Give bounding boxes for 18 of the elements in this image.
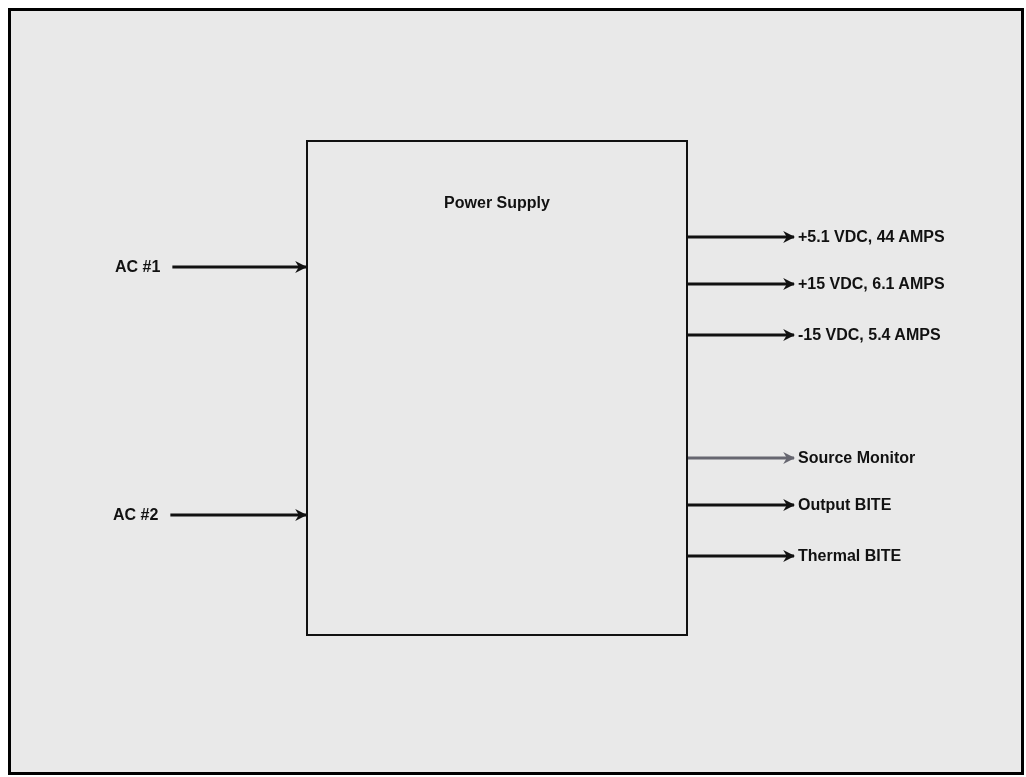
output-label: Thermal BITE	[798, 546, 902, 566]
arrow	[172, 261, 308, 273]
output-label: -15 VDC, 5.4 AMPS	[798, 325, 941, 345]
arrow	[688, 452, 796, 464]
arrow	[688, 550, 796, 562]
arrow	[688, 278, 796, 290]
power-supply-block	[306, 140, 688, 636]
output-label: +5.1 VDC, 44 AMPS	[798, 227, 945, 247]
output-label: Source Monitor	[798, 448, 916, 468]
arrow	[688, 231, 796, 243]
output-label: Output BITE	[798, 495, 892, 515]
input-label: AC #1	[115, 257, 161, 277]
arrow	[688, 329, 796, 341]
block-title: Power Supply	[444, 194, 550, 212]
arrow	[688, 499, 796, 511]
arrow	[170, 509, 308, 521]
input-label: AC #2	[113, 505, 159, 525]
output-label: +15 VDC, 6.1 AMPS	[798, 274, 945, 294]
